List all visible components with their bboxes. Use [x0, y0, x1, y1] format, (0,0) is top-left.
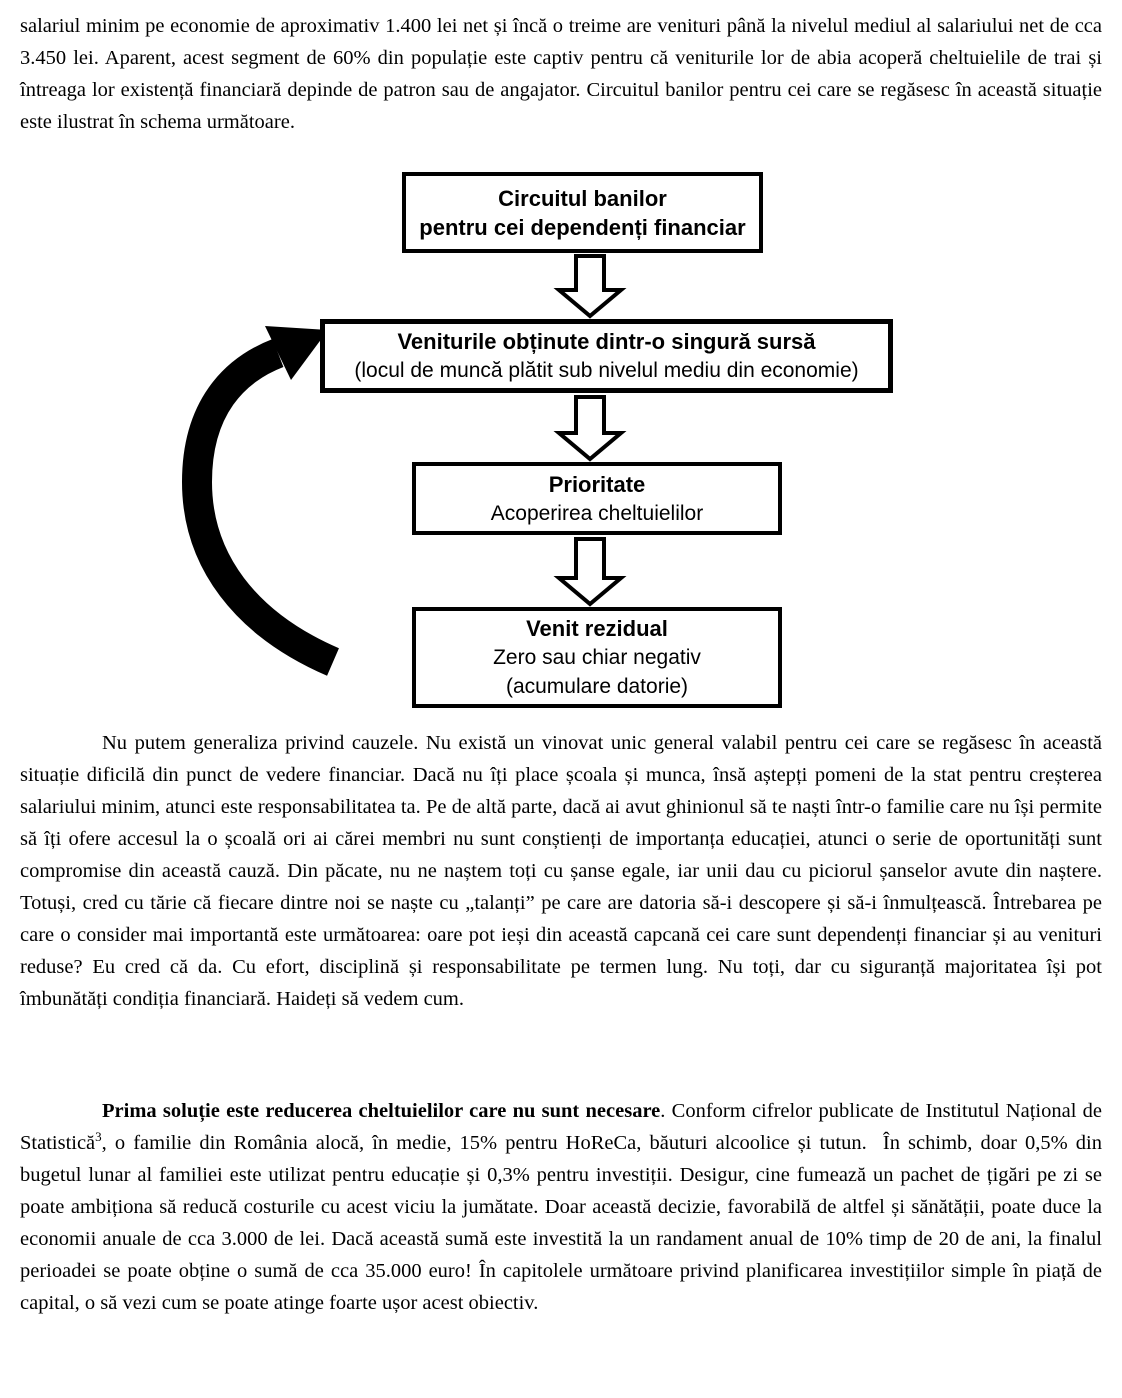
first-solution-bold-lead: Prima soluție este reducerea cheltuielil…	[102, 1100, 661, 1122]
first-solution-rest: , o familie din România alocă, în medie,…	[20, 1132, 1102, 1314]
diagram-box-venituri: Veniturile obținute dintr-o singură surs…	[320, 319, 893, 393]
box4-title: Venit rezidual	[526, 616, 668, 641]
diagram-box-venit-rezidual: Venit rezidual Zero sau chiar negativ (a…	[412, 607, 782, 708]
box2-title: Veniturile obținute dintr-o singură surs…	[397, 329, 816, 354]
paragraph-first-solution: Prima soluție este reducerea cheltuielil…	[20, 1095, 1102, 1319]
box3-subtitle: Acoperirea cheltuielilor	[490, 501, 704, 525]
box4-line2: Zero sau chiar negativ	[493, 646, 701, 669]
box3-title: Prioritate	[548, 471, 646, 497]
paragraph-intro: salariul minim pe economie de aproximati…	[20, 15, 1102, 133]
down-arrow-1-icon	[553, 254, 627, 319]
down-arrow-3-icon	[553, 537, 627, 607]
diagram-box-circuitul-banilor: Circuitul banilor pentru cei dependenți …	[402, 172, 763, 253]
curved-return-arrowhead-icon	[265, 326, 328, 380]
curved-return-arrow-shaft	[181, 339, 340, 676]
paragraph-causes: Nu putem generaliza privind cauzele. Nu …	[20, 732, 1102, 1010]
box4-line3: (acumulare datorie)	[505, 675, 689, 698]
box1-title-line1: Circuitul banilor	[498, 185, 667, 211]
footnote-ref-3: 3	[95, 1129, 102, 1145]
box2-subtitle: (locul de muncă plătit sub nivelul mediu…	[354, 359, 859, 382]
box1-title-line2: pentru cei dependenți financiar	[419, 214, 746, 240]
down-arrow-2-icon	[553, 395, 627, 462]
first-solution-mid: . Conform cifrelor publicate de Institut…	[20, 1100, 1103, 1154]
diagram-box-prioritate: Prioritate Acoperirea cheltuielilor	[412, 462, 782, 535]
